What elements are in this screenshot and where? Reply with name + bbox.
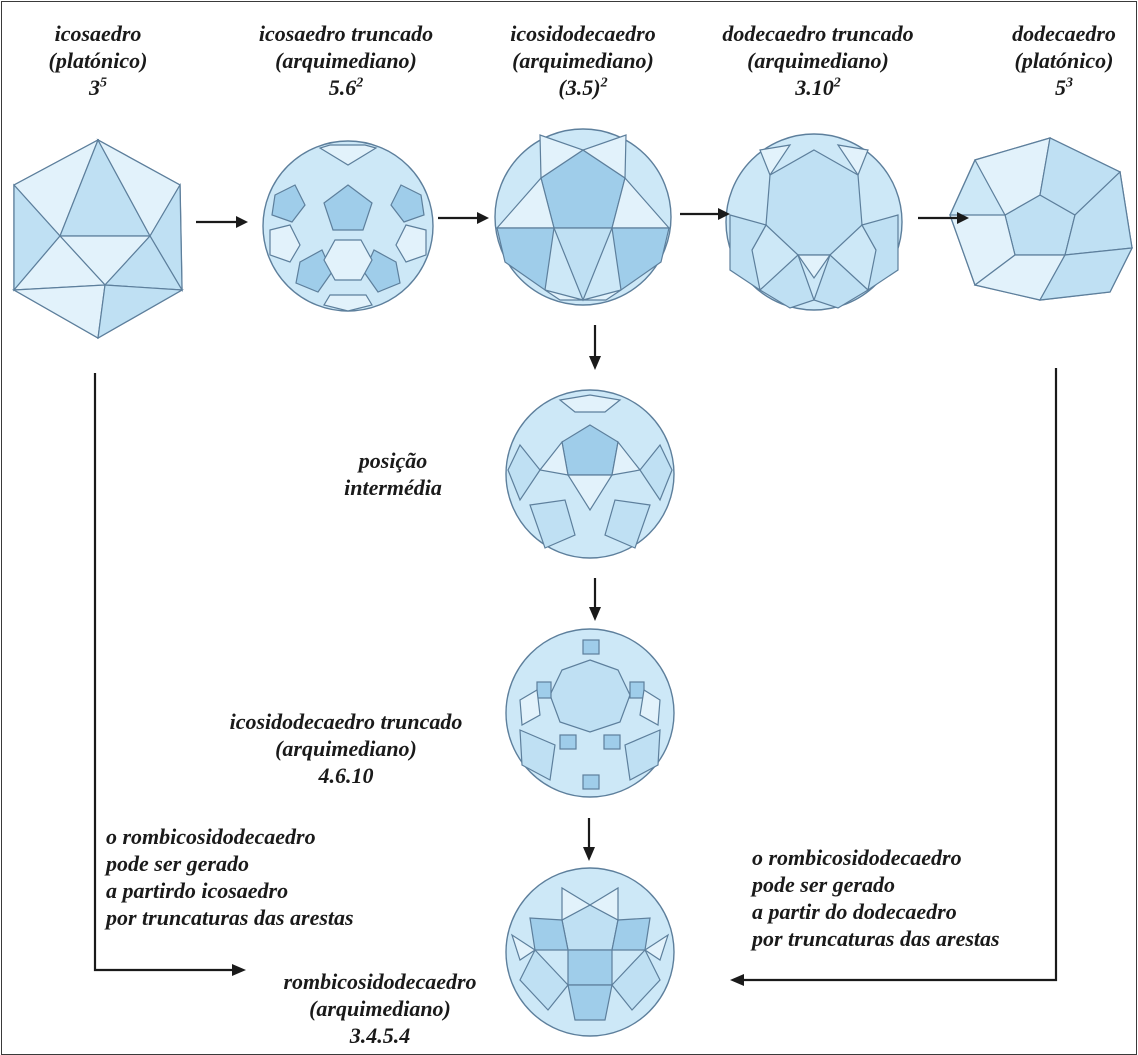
kind: (platónico): [48, 48, 148, 73]
arrow-icosahedron-to-truncated: [196, 216, 248, 228]
arrow-down-3: [583, 818, 595, 861]
note-left: o rombicosidodecaedro pode ser gerado a …: [106, 824, 354, 930]
arrow-left-path: [93, 373, 246, 976]
notation: 35: [89, 75, 107, 100]
label-intermediate-position: posição intermédia: [344, 448, 442, 500]
label-icosidodecahedron: icosidodecaedro (arquimediano) (3.5)2: [510, 20, 655, 101]
notation: (3.5)2: [558, 75, 608, 100]
notation: 5.62: [328, 75, 364, 100]
arrow-truncated-to-icosidodecahedron: [438, 212, 489, 224]
name: dodecaedro truncado: [722, 21, 914, 46]
arrow-right-path: [730, 368, 1058, 986]
truncated-icosahedron-shape: [262, 140, 434, 312]
kind: (arquimediano): [747, 48, 889, 73]
note-right: o rombicosidodecaedro pode ser gerado a …: [752, 845, 1000, 951]
icosidodecahedron-shape: [494, 128, 672, 306]
truncated-dodecahedron-shape: [725, 133, 903, 311]
name: icosaedro: [54, 21, 142, 46]
label-truncated-dodecahedron: dodecaedro truncado (arquimediano) 3.102: [722, 20, 913, 101]
rhombicosidodecahedron-shape: [505, 867, 675, 1037]
label-dodecahedron: dodecaedro (platónico) 53: [1012, 20, 1116, 101]
arrow-down-2: [589, 578, 601, 621]
arrow-down-1: [589, 325, 601, 370]
icosahedron-shape: [11, 138, 185, 340]
dodecahedron-shape: [949, 137, 1134, 301]
label-icosahedron: icosaedro (platónico) 35: [49, 20, 148, 101]
arrow-icosidodecahedron-to-truncated-dodecahedron: [680, 208, 730, 220]
arrow-truncated-dodecahedron-to-dodecahedron: [918, 212, 969, 224]
notation: 3.102: [795, 75, 841, 100]
label-rhombicosidodecahedron: rombicosidodecaedro (arquimediano) 3.4.5…: [283, 969, 477, 1048]
kind: (arquimediano): [512, 48, 654, 73]
notation: 53: [1054, 75, 1073, 100]
truncated-icosidodecahedron-shape: [505, 628, 675, 798]
name: icosaedro truncado: [258, 21, 434, 46]
label-truncated-icosidodecahedron: icosidodecaedro truncado (arquimediano) …: [229, 709, 463, 788]
name: dodecaedro: [1012, 21, 1116, 46]
label-truncated-icosahedron: icosaedro truncado (arquimediano) 5.62: [259, 20, 433, 101]
kind: (platónico): [1014, 48, 1114, 73]
kind: (arquimediano): [275, 48, 417, 73]
intermediate-position-shape: [505, 389, 675, 559]
name: icosidodecaedro: [510, 21, 656, 46]
